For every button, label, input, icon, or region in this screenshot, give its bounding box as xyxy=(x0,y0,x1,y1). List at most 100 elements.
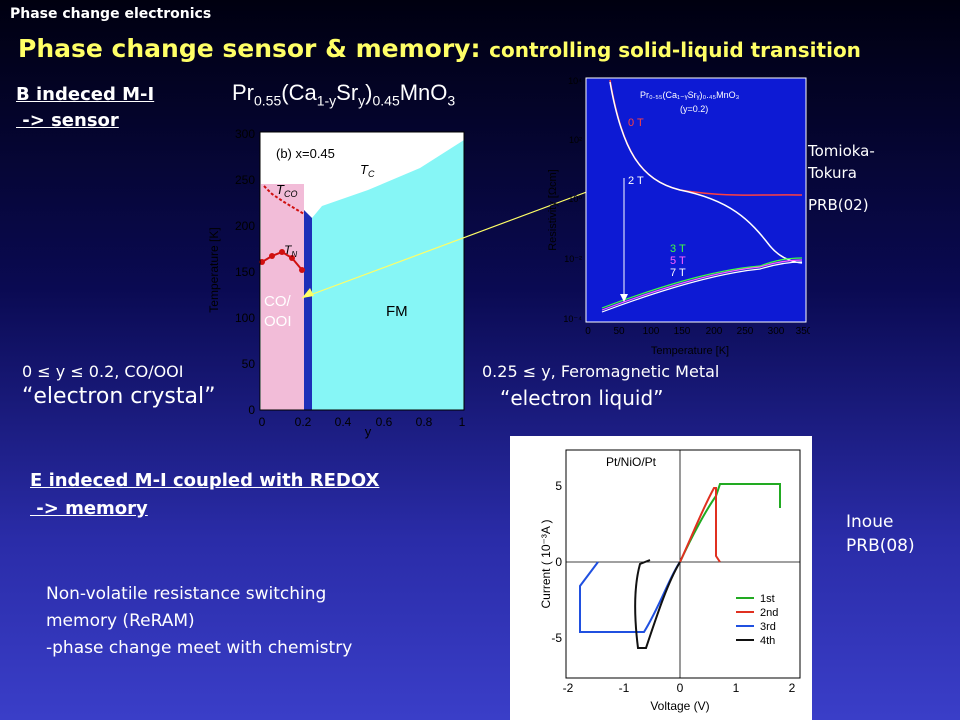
iv-device-label: Pt/NiO/Pt xyxy=(606,455,657,469)
phase-annotation: (b) x=0.45 xyxy=(276,146,335,161)
resistivity-plot-area xyxy=(586,78,806,322)
svg-text:0: 0 xyxy=(585,326,591,337)
phase-diagram: 0 50 100 150 200 250 300 0 0.2 0.4 0.6 0… xyxy=(207,127,466,439)
iv-xlabel: Voltage (V) xyxy=(650,699,709,713)
svg-text:300: 300 xyxy=(235,127,255,141)
svg-text:0: 0 xyxy=(248,403,255,417)
svg-text:0: 0 xyxy=(677,681,684,695)
curve-7T xyxy=(601,261,803,313)
ref-tomioka: Tomioka- Tokura PRB(02) xyxy=(808,142,875,214)
label-3T: 3 T xyxy=(670,243,686,255)
svg-text:10²: 10² xyxy=(569,135,582,145)
resistivity-ylabel: Resistivity [Ωcm] xyxy=(547,169,559,251)
svg-text:3rd: 3rd xyxy=(760,621,776,633)
title-subtitle: controlling solid-liquid transition xyxy=(489,38,861,62)
svg-text:350: 350 xyxy=(796,326,810,337)
iv-plot: Pt/NiO/Pt 5 0 -5 -2 -1 0 1 2 Voltage (V)… xyxy=(510,436,812,720)
label-7T: 7 T xyxy=(670,267,686,279)
svg-text:250: 250 xyxy=(737,326,754,337)
tc-label: TC xyxy=(360,162,375,179)
svg-text:200: 200 xyxy=(706,326,723,337)
memory-arrow: -> memory xyxy=(30,498,148,519)
sensor-heading: B indeced M-I xyxy=(16,84,155,105)
svg-text:-5: -5 xyxy=(551,631,562,645)
tco-label: TCO xyxy=(276,182,297,199)
svg-text:-1: -1 xyxy=(619,681,630,695)
iv-curve-4th xyxy=(634,559,681,649)
fm-label: FM xyxy=(386,303,408,320)
svg-text:50: 50 xyxy=(613,326,625,337)
crystal-condition: 0 ≤ y ≤ 0.2, CO/OOI xyxy=(22,362,184,381)
compound-formula: Pr0.55(Ca1-ySry)0.45MnO3 xyxy=(232,80,456,109)
resistivity-xticks: 0 50 100 150 200 250 300 350 xyxy=(585,326,810,337)
iv-legend: 1st 2nd 3rd 4th xyxy=(736,593,778,647)
crystal-name: “electron crystal” xyxy=(22,384,216,409)
svg-text:300: 300 xyxy=(768,326,785,337)
svg-text:0: 0 xyxy=(259,415,266,429)
curve-5T xyxy=(601,259,803,311)
svg-text:250: 250 xyxy=(235,173,255,187)
liquid-condition: 0.25 ≤ y, Feromagnetic Metal xyxy=(482,362,720,381)
svg-text:1st: 1st xyxy=(760,593,775,605)
iv-frame xyxy=(565,449,801,679)
iv-xticks: -2 -1 0 1 2 xyxy=(563,681,796,695)
reram-note: Non-volatile resistance switching memory… xyxy=(46,584,353,658)
resistivity-legend-y: (y=0.2) xyxy=(680,104,708,114)
iv-curve-2nd xyxy=(679,487,721,563)
label-5T: 5 T xyxy=(670,255,686,267)
co-label-1: CO/ xyxy=(264,293,292,310)
svg-text:100: 100 xyxy=(235,311,255,325)
svg-text:10⁻⁴: 10⁻⁴ xyxy=(563,314,582,324)
svg-text:5: 5 xyxy=(555,479,562,493)
boundary-gap xyxy=(304,210,312,410)
resistivity-plot: 10⁴ 10² 10⁰ 10⁻² 10⁻⁴ 0 50 100 150 200 2… xyxy=(547,76,810,357)
connector-line xyxy=(301,173,636,299)
svg-text:2: 2 xyxy=(789,681,796,695)
title-main: Phase change sensor & memory: xyxy=(18,34,490,63)
liquid-name: “electron liquid” xyxy=(500,386,664,410)
phase-diagram-frame xyxy=(259,131,465,411)
phase-ylabel: Temperature [K] xyxy=(207,227,221,312)
svg-text:2nd: 2nd xyxy=(760,607,778,619)
curve-2T xyxy=(609,81,803,264)
resistivity-legend-formula: Pr₀.₅₅(Ca₁₋ᵧSrᵧ)₀.₄₅MnO₃ xyxy=(640,90,740,100)
memory-heading: E indeced M-I coupled with REDOX xyxy=(30,470,380,491)
svg-text:150: 150 xyxy=(235,265,255,279)
svg-text:150: 150 xyxy=(674,326,691,337)
resistivity-frame xyxy=(585,77,807,323)
phase-xticks: 0 0.2 0.4 0.6 0.8 1 xyxy=(259,415,466,429)
svg-text:0.6: 0.6 xyxy=(376,415,393,429)
svg-text:10⁰: 10⁰ xyxy=(568,194,582,204)
tn-label: TN xyxy=(284,243,297,259)
topic-label: Phase change electronics xyxy=(10,6,212,22)
curve-3T xyxy=(601,257,803,309)
phase-yticks: 0 50 100 150 200 250 300 xyxy=(235,127,255,417)
label-0T: 0 T xyxy=(628,117,644,129)
svg-text:-2: -2 xyxy=(563,681,574,695)
svg-text:0: 0 xyxy=(555,555,562,569)
co-ooi-region xyxy=(261,184,304,410)
svg-text:200: 200 xyxy=(235,219,255,233)
phase-xlabel: y xyxy=(365,424,372,439)
svg-text:50: 50 xyxy=(242,357,256,371)
sensor-arrow: -> sensor xyxy=(16,110,119,131)
svg-text:0.4: 0.4 xyxy=(335,415,352,429)
svg-text:10⁻²: 10⁻² xyxy=(564,254,582,264)
resistivity-yticks: 10⁴ 10² 10⁰ 10⁻² 10⁻⁴ xyxy=(563,76,582,324)
svg-text:100: 100 xyxy=(643,326,660,337)
tco-curve xyxy=(263,185,305,215)
iv-yticks: 5 0 -5 xyxy=(551,479,562,645)
svg-text:1: 1 xyxy=(459,415,466,429)
co-label-2: OOI xyxy=(264,313,292,330)
svg-text:4th: 4th xyxy=(760,635,775,647)
svg-text:0.2: 0.2 xyxy=(295,415,312,429)
svg-text:10⁴: 10⁴ xyxy=(568,76,582,86)
svg-text:1: 1 xyxy=(733,681,740,695)
fm-region xyxy=(312,140,464,410)
iv-ylabel: Current ( 10⁻³A ) xyxy=(539,519,553,608)
resistivity-xlabel: Temperature [K] xyxy=(651,345,729,357)
slide-title: Phase change sensor & memory: controllin… xyxy=(18,34,861,63)
svg-text:0.8: 0.8 xyxy=(416,415,433,429)
label-2T: 2 T xyxy=(628,175,644,187)
ref-inoue: Inoue PRB(08) xyxy=(846,512,915,556)
